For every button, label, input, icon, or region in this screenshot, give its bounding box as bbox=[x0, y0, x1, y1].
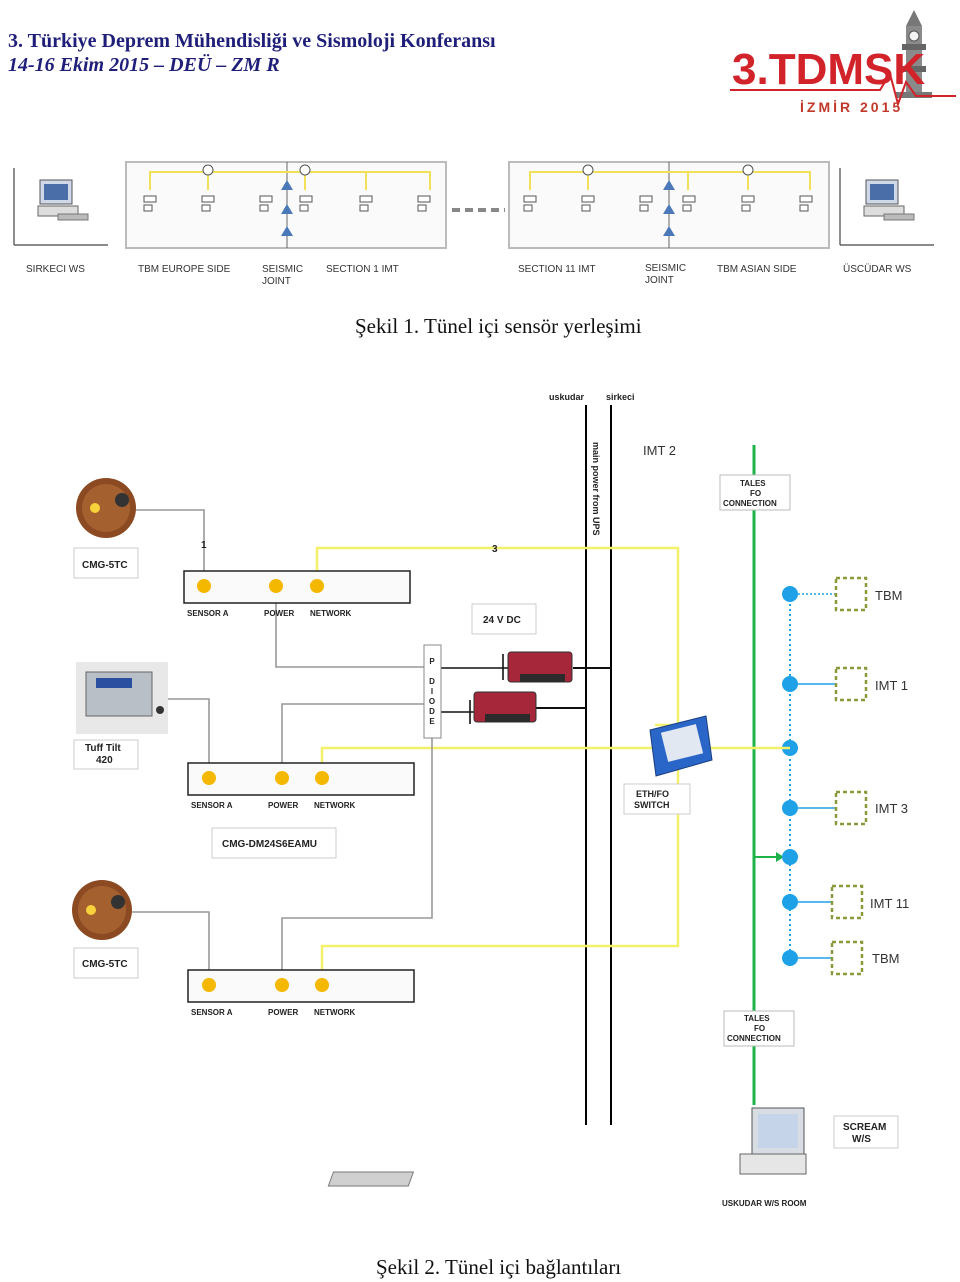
diode-letter-e: E bbox=[429, 717, 435, 726]
tales-bottom-line1: TALES bbox=[744, 1014, 770, 1023]
label-tuff-420: 420 bbox=[96, 755, 113, 766]
tales-fo-connection-bottom bbox=[723, 1010, 795, 1047]
label-main-power: main power from UPS bbox=[591, 442, 601, 536]
tales-top-line1: TALES bbox=[740, 479, 766, 488]
label-imt-2: IMT 2 bbox=[643, 443, 676, 458]
label-cmg5tc-1: CMG-5TC bbox=[82, 560, 128, 571]
box3-power-label: POWER bbox=[268, 1008, 298, 1017]
diode-letter-i: I bbox=[431, 687, 433, 696]
clock-tower-icon bbox=[896, 10, 932, 98]
label-switch: SWITCH bbox=[634, 800, 670, 810]
cmg5tc-label-box-2 bbox=[73, 947, 139, 979]
diode-letter-d: D bbox=[429, 677, 435, 686]
label-cmg5tc-2: CMG-5TC bbox=[82, 959, 128, 970]
label-seismic-joint-1b: JOINT bbox=[262, 276, 291, 287]
label-section-11: SECTION 11 IMT bbox=[518, 264, 596, 275]
figure1-sensor-layout: SIRKECI WS TBM EUROPE SIDE SEISMIC JOINT… bbox=[13, 161, 934, 287]
seismograph-line-icon bbox=[730, 71, 956, 108]
label-scream-ws: W/S bbox=[852, 1134, 871, 1145]
digitizer-box-1 bbox=[183, 570, 411, 604]
tales-top-line2: FO bbox=[750, 489, 761, 498]
box1-power-label: POWER bbox=[264, 609, 294, 618]
box3-network-label: NETWORK bbox=[314, 1008, 356, 1017]
logo-sub-text: İZMİR 2015 bbox=[800, 99, 903, 115]
conference-title: 3. Türkiye Deprem Mühendisliği ve Sismol… bbox=[8, 30, 496, 52]
box1-sensor-label: SENSOR A bbox=[187, 609, 229, 618]
tuff-tilt-label-box bbox=[73, 739, 139, 770]
cmg5tc-label-box-1 bbox=[73, 547, 139, 579]
label-uskudar: uskudar bbox=[549, 392, 585, 402]
network-node bbox=[782, 950, 798, 966]
figure2-caption: Şekil 2. Tünel içi bağlantıları bbox=[376, 1255, 622, 1279]
label-sirkeci: sirkeci bbox=[606, 392, 635, 402]
scream-label-box bbox=[833, 1115, 899, 1149]
label-eth-fo: ETH/FO bbox=[636, 789, 669, 799]
label-cmg-dm24: CMG-DM24S6EAMU bbox=[222, 839, 317, 850]
label-seismic-joint-2a: SEISMIC bbox=[645, 263, 686, 274]
diode-letter-o: O bbox=[429, 697, 435, 706]
label-section-1: SECTION 1 IMT bbox=[326, 264, 399, 275]
dc-converter-icon bbox=[507, 651, 573, 683]
network-node bbox=[782, 676, 798, 692]
diode-letter-p: P bbox=[429, 657, 435, 666]
seismometer-icon bbox=[72, 880, 132, 940]
network-node bbox=[782, 800, 798, 816]
tilt-sensor-icon bbox=[76, 662, 168, 734]
label-uskudar-ws: ÜSCÜDAR WS bbox=[843, 263, 912, 275]
label-tuff-tilt: Tuff Tilt bbox=[85, 743, 121, 754]
label-tbm-asian: TBM ASIAN SIDE bbox=[717, 264, 797, 275]
tales-fo-connection-top bbox=[719, 474, 791, 511]
tdmsk-logo: 3.TDMSK İZMİR 2015 bbox=[730, 10, 956, 115]
label-24v-dc: 24 V DC bbox=[483, 615, 521, 626]
box3-sensor-label: SENSOR A bbox=[191, 1008, 233, 1017]
network-node bbox=[782, 849, 798, 865]
diode-box bbox=[423, 644, 442, 739]
computer-icon bbox=[327, 1107, 807, 1187]
label-imt-3: IMT 3 bbox=[875, 801, 908, 816]
label-tbm-2: TBM bbox=[872, 951, 899, 966]
label-wire-1: 1 bbox=[201, 540, 207, 551]
dc24-label-box bbox=[471, 603, 537, 635]
tales-top-line3: CONNECTION bbox=[723, 499, 777, 508]
dc-converter-icon bbox=[473, 691, 537, 723]
label-scream: SCREAM bbox=[843, 1122, 886, 1133]
label-wire-3: 3 bbox=[492, 544, 498, 555]
cmgdm-label-box bbox=[211, 827, 337, 859]
digitizer-box-3 bbox=[187, 969, 415, 1003]
box2-network-label: NETWORK bbox=[314, 801, 356, 810]
seismometer-icon bbox=[76, 478, 136, 538]
eth-switch-label-box bbox=[623, 783, 691, 815]
box2-power-label: POWER bbox=[268, 801, 298, 810]
tales-bottom-line2: FO bbox=[754, 1024, 765, 1033]
figure1-caption: Şekil 1. Tünel içi sensör yerleşimi bbox=[355, 314, 642, 338]
tales-bottom-line3: CONNECTION bbox=[727, 1034, 781, 1043]
computer-icon bbox=[37, 179, 89, 221]
diode-letter-d2: D bbox=[429, 707, 435, 716]
conference-dates: 14-16 Ekim 2015 – DEÜ – ZM R bbox=[8, 54, 280, 76]
box1-network-label: NETWORK bbox=[310, 609, 352, 618]
label-tbm-europe: TBM EUROPE SIDE bbox=[138, 264, 231, 275]
label-imt-11: IMT 11 bbox=[870, 896, 909, 911]
network-node bbox=[782, 894, 798, 910]
digitizer-box-2 bbox=[187, 762, 415, 796]
ethernet-switch-icon bbox=[649, 715, 713, 777]
label-seismic-joint-1a: SEISMIC bbox=[262, 264, 303, 275]
computer-icon bbox=[863, 179, 915, 221]
network-node bbox=[782, 586, 798, 602]
label-sirkeci-ws: SIRKECI WS bbox=[26, 264, 85, 275]
box2-sensor-label: SENSOR A bbox=[191, 801, 233, 810]
label-seismic-joint-2b: JOINT bbox=[645, 275, 674, 286]
label-uskudar-ws-room: USKUDAR W/S ROOM bbox=[722, 1199, 807, 1208]
logo-main-text: 3.TDMSK bbox=[732, 45, 925, 94]
label-tbm-1: TBM bbox=[875, 588, 902, 603]
label-imt-1: IMT 1 bbox=[875, 678, 908, 693]
